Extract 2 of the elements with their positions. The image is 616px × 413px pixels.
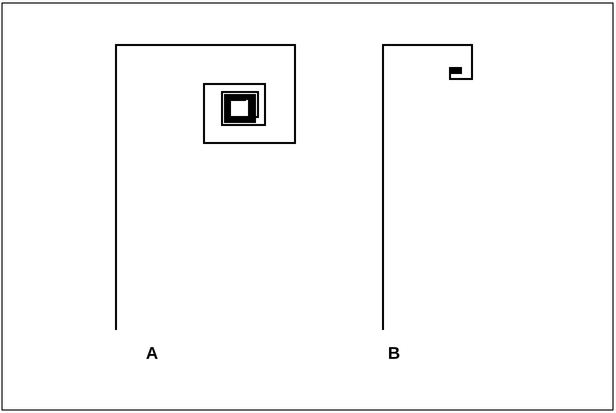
panel-label: A [146, 347, 158, 359]
panel-label: B [389, 347, 400, 359]
